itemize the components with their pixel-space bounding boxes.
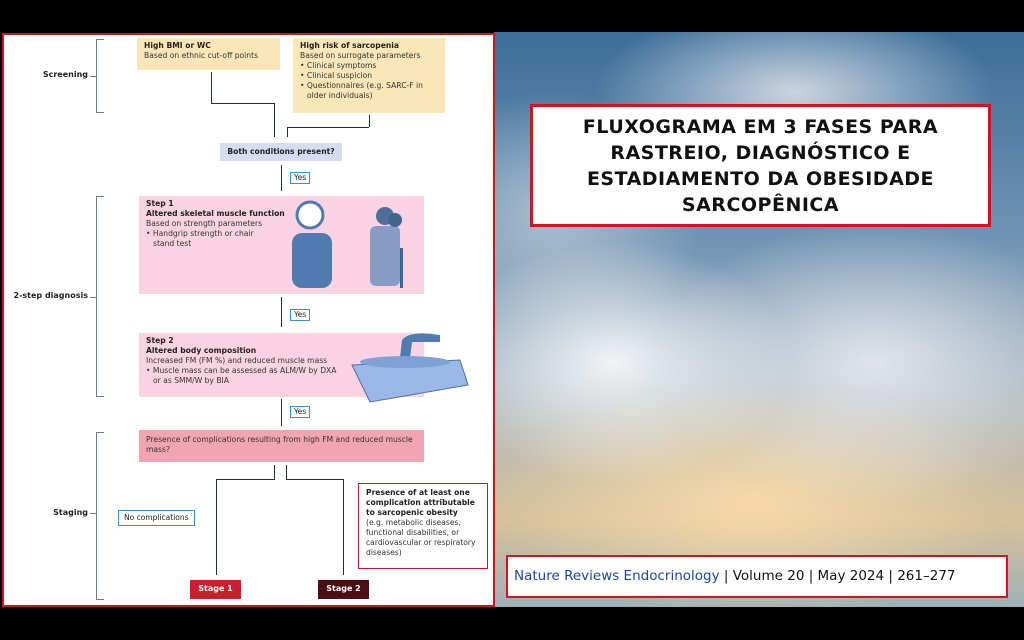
yes-label: Yes	[290, 406, 311, 418]
complications-box: Presence of complications resulting from…	[139, 430, 424, 462]
connector	[286, 465, 287, 479]
connector	[216, 479, 217, 575]
presence-text: (e.g. metabolic diseases, functional dis…	[366, 518, 476, 557]
bmi-title: High BMI or WC	[144, 41, 211, 50]
phase-screening: Screening	[42, 70, 88, 79]
slide-title: FLUXOGRAMA EM 3 FASES PARA RASTREIO, DIA…	[530, 104, 991, 227]
connector	[281, 297, 282, 327]
bracket-screening	[96, 39, 104, 113]
phase-diagnosis: 2-step diagnosis	[13, 291, 88, 300]
connector	[369, 115, 370, 127]
yes-label: Yes	[290, 172, 311, 184]
connector	[216, 479, 275, 480]
bracket-staging	[96, 432, 104, 600]
connector	[287, 127, 369, 128]
step2-text: Increased FM (FM %) and reduced muscle m…	[146, 356, 328, 365]
journal-name: Nature Reviews Endocrinology	[514, 568, 720, 584]
sarc-title: High risk of sarcopenia	[300, 41, 399, 50]
tick	[90, 76, 96, 77]
both-conditions-box: Both conditions present?	[220, 143, 342, 161]
sarc-text: Based on surrogate parameters	[300, 51, 421, 60]
sarc-item: • Clinical suspicion	[300, 71, 373, 80]
dxa-scanner-illustration	[351, 333, 469, 403]
step1-text: Based on strength parameters	[146, 219, 263, 228]
connector	[287, 127, 288, 137]
bracket-diagnosis	[96, 196, 104, 397]
connector	[281, 399, 282, 426]
step2-title: Altered body composition	[146, 346, 257, 355]
phase-staging: Staging	[53, 508, 88, 517]
step2-item: • Muscle mass can be assessed as ALM/W b…	[146, 366, 337, 385]
connector	[343, 479, 344, 575]
bmi-text: Based on ethnic cut-off points	[144, 51, 259, 60]
step1-item: • Handgrip strength or chair stand test	[146, 229, 254, 248]
step1-label: Step 1	[146, 199, 174, 208]
citation: Nature Reviews Endocrinology | Volume 20…	[506, 555, 1008, 598]
connector	[274, 465, 275, 479]
connector	[211, 103, 274, 104]
handgrip-and-chair-stand-illustration	[292, 200, 403, 288]
no-complications-label: No complications	[118, 510, 195, 526]
tick	[90, 297, 96, 298]
step2-label: Step 2	[146, 336, 174, 345]
connector	[274, 103, 275, 137]
step1-title: Altered skeletal muscle function	[146, 209, 285, 218]
citation-details: | Volume 20 | May 2024 | 261–277	[719, 568, 956, 584]
yes-label: Yes	[290, 309, 311, 321]
sarc-item: • Clinical symptoms	[300, 61, 377, 70]
tick	[90, 513, 96, 514]
presence-box: Presence of at least one complication at…	[358, 483, 488, 569]
stage2-badge: Stage 2	[318, 580, 369, 599]
stage1-badge: Stage 1	[190, 580, 241, 599]
connector	[281, 165, 282, 191]
sarc-item: • Questionnaires (e.g. SARC-F in older i…	[300, 81, 423, 100]
connector	[286, 479, 343, 480]
connector	[211, 72, 212, 103]
presence-title: Presence of at least one complication at…	[366, 488, 475, 517]
